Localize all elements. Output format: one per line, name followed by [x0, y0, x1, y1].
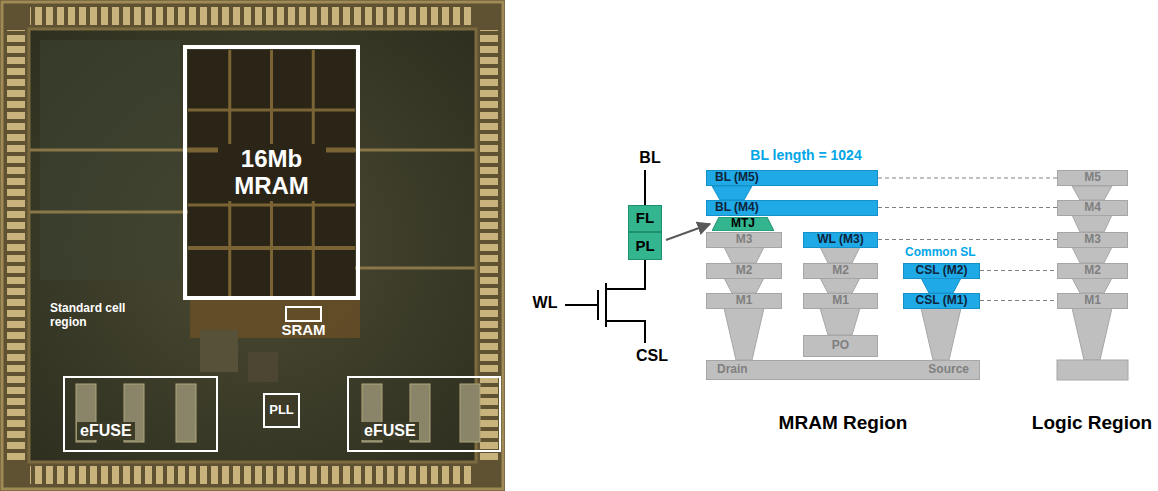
region-caption: MRAM Region — [779, 412, 908, 434]
bus-line — [30, 211, 188, 214]
metal-bar: M3 — [1057, 232, 1128, 248]
metal-bar: M4 — [1057, 200, 1128, 216]
signal-name: WL — [533, 294, 558, 312]
metal-bar: M2 — [803, 263, 878, 279]
dashed-leader — [980, 300, 1057, 301]
free-layer-box: FL — [628, 205, 662, 232]
pointer-arrow — [666, 224, 710, 240]
bond-pads — [7, 30, 25, 461]
mtj-stack: MTJ — [712, 217, 774, 231]
die-photo — [0, 0, 505, 491]
wordline-bar: WL (M3) — [803, 232, 878, 248]
metal-bar: M1 — [1057, 293, 1128, 309]
fuse-arrays — [76, 384, 480, 442]
pll-block-box: PLL — [263, 393, 300, 428]
mtj-shape — [712, 217, 774, 231]
metal-bar: M1 — [803, 293, 878, 309]
pll-core — [266, 396, 297, 425]
node-text: eFUSE — [361, 422, 419, 440]
die-core — [29, 29, 476, 462]
substrate-bar: Drain Source — [706, 360, 980, 380]
memory-array — [188, 50, 355, 296]
die-edge — [2, 2, 503, 489]
signal-name: CSL — [636, 347, 668, 365]
dashed-leader — [878, 177, 1057, 178]
metal-bar: M2 — [706, 263, 782, 279]
bus-line — [355, 149, 475, 152]
bus-line — [355, 267, 475, 270]
node-text: M1 — [832, 294, 849, 307]
node-text: BL (M4) — [715, 201, 759, 214]
node-text: M2 — [736, 264, 753, 277]
bond-pads — [480, 30, 498, 461]
node-text: BL (M5) — [715, 171, 759, 184]
logic-substrate — [1057, 360, 1128, 380]
node-text: FL — [636, 210, 654, 227]
region-label: Standard cell region — [50, 302, 140, 330]
metal-bar: M5 — [1057, 170, 1128, 186]
source-wire — [606, 321, 645, 343]
dashed-leader — [878, 207, 1057, 208]
dimension-label: BL length = 1024 — [750, 147, 861, 163]
poly-gate: PO — [803, 335, 878, 357]
node-text: CSL (M2) — [916, 264, 968, 277]
metal-bar: M2 — [1057, 263, 1128, 279]
efuse-block-box: eFUSE — [63, 376, 218, 452]
bond-pads — [30, 7, 475, 25]
dashed-leader — [980, 270, 1057, 271]
node-text: PLL — [269, 403, 294, 417]
node-text: WL (M3) — [817, 233, 863, 246]
node-text: M4 — [1084, 201, 1101, 214]
dashed-leader — [878, 239, 1057, 240]
node-text: Drain — [717, 363, 748, 376]
node-text: M5 — [1084, 171, 1101, 184]
node-text: M1 — [736, 294, 753, 307]
drain-wire — [606, 260, 645, 289]
node-text: Source — [928, 363, 969, 376]
metal-bar: M1 — [706, 293, 782, 309]
node-text: 16Mb MRAM — [218, 144, 326, 201]
bus-line — [30, 149, 188, 152]
node-text: PL — [635, 238, 654, 255]
logic-block — [200, 330, 238, 372]
sourceline-bar: CSL (M1) — [903, 293, 980, 309]
node-text: PO — [832, 339, 849, 352]
node-text: M3 — [736, 233, 753, 246]
annotation-label: Common SL — [905, 246, 976, 260]
bitline-bar: BL (M5) — [706, 170, 878, 186]
memory-array-box: 16Mb MRAM — [183, 45, 360, 300]
node-text: M1 — [1084, 294, 1101, 307]
region-caption: Logic Region — [1032, 412, 1152, 434]
array-grid — [188, 50, 355, 296]
wl-wire — [565, 304, 598, 306]
node-text: CSL (M1) — [916, 294, 968, 307]
node-text: M2 — [1084, 264, 1101, 277]
node-text: M3 — [1084, 233, 1101, 246]
bitline-bar: BL (M4) — [706, 200, 878, 216]
logic-block — [248, 352, 278, 382]
metal-bar: M3 — [706, 232, 782, 248]
signal-name: BL — [639, 149, 660, 167]
die-frame — [0, 0, 505, 491]
efuse-block-box: eFUSE — [347, 376, 501, 452]
sourceline-bar: CSL (M2) — [903, 263, 980, 279]
node-text: M2 — [832, 264, 849, 277]
bl-wire — [644, 170, 646, 205]
pinned-layer-box: PL — [628, 232, 662, 260]
sram-block-box: SRAM — [285, 306, 322, 322]
bond-pads — [30, 466, 475, 484]
logic-area — [40, 40, 180, 280]
node-text: SRAM — [281, 322, 325, 339]
node-text: MTJ — [731, 217, 755, 230]
node-text: eFUSE — [77, 422, 135, 440]
